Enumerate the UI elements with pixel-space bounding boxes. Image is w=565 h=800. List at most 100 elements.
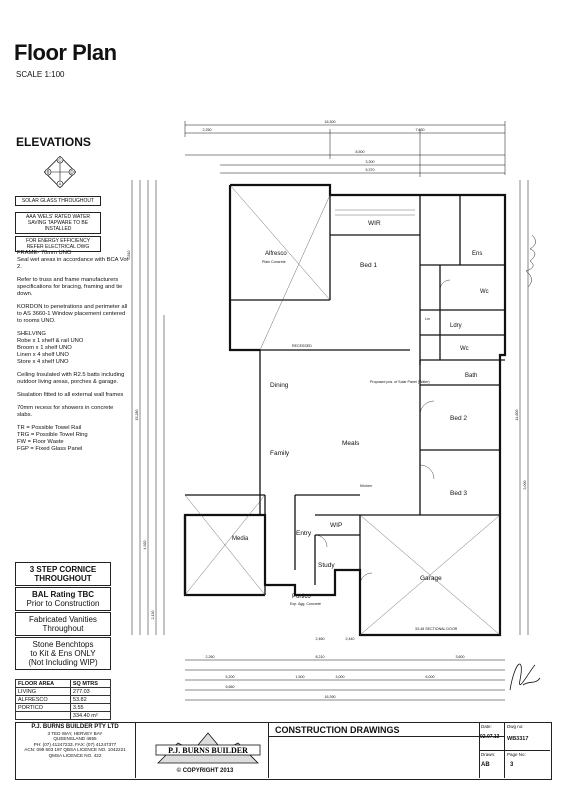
dim-right2: 3,000 xyxy=(523,481,527,490)
sectional-door-label: 33-48 SECTIONAL DOOR xyxy=(415,627,458,631)
room-family: Family xyxy=(270,450,290,457)
callout-line: Fabricated Vanities xyxy=(29,615,97,624)
dim-bot5: 3,600 xyxy=(456,655,465,659)
dim-bot8: 6,000 xyxy=(426,675,435,679)
callout-vanities: Fabricated Vanities Throughout xyxy=(15,612,111,636)
compass-a: A xyxy=(58,182,61,187)
elevations-heading: ELEVATIONS xyxy=(16,135,91,149)
note-shelving: SHELVING Robe x 1 shelf & rail UNO Broom… xyxy=(17,331,84,365)
wels-tapware-note: AAA 'WELS' RATED WATER SAVING TAPWARE TO… xyxy=(15,212,101,234)
room-study: Study xyxy=(318,562,335,569)
table-row: 334.40 m² xyxy=(15,711,112,720)
table-cell: ALFRESCO xyxy=(15,695,71,704)
dim-top1: 2,250 xyxy=(203,128,212,132)
company-info: P.J. BURNS BUILDER PTY LTD 3 TED WAY, HE… xyxy=(15,722,136,778)
callout-cornice: 3 STEP CORNICE THROUGHOUT xyxy=(15,562,111,586)
table-cell: 277.03 xyxy=(69,687,112,696)
drawing-info-box xyxy=(268,722,505,778)
scribble-mark xyxy=(525,234,536,288)
signature-icon xyxy=(509,663,541,691)
dim-top-total: 16,300 xyxy=(325,120,336,124)
room-portico: Portico xyxy=(292,594,311,600)
callout-line: THROUGHOUT xyxy=(34,574,92,583)
compass-b: B xyxy=(46,170,49,175)
room-wc: Wc xyxy=(480,289,489,295)
room-wir: WIR xyxy=(368,220,381,227)
table-cell: LIVING xyxy=(15,687,71,696)
divider xyxy=(268,736,504,737)
dim-bot10: 2,440 xyxy=(346,637,355,641)
note-sisalation: Sisalation fitted to all external wall f… xyxy=(17,392,124,398)
room-bed1: Bed 1 xyxy=(360,262,377,269)
room-media: Media xyxy=(232,536,249,542)
drawn-label: Drawn: xyxy=(481,752,496,757)
divider xyxy=(504,750,550,751)
note-kordon: KORDON to penetrations and perimeter all… xyxy=(17,304,128,324)
note-recess: 70mm recess for showers in concrete slab… xyxy=(17,405,114,418)
floor-area-table: FLOOR AREA SQ MTRS LIVING 277.03 ALFRESC… xyxy=(15,679,112,720)
dim-right1: 14,800 xyxy=(515,410,519,421)
table-row: PORTICO 3.55 xyxy=(15,703,112,712)
callout-bal: BAL Rating TBC Prior to Construction xyxy=(15,587,111,611)
room-alfresco-sub: Plain Concrete xyxy=(262,260,286,264)
room-wip: WIP xyxy=(330,522,342,529)
callout-line: to Kit & Ens ONLY xyxy=(30,649,96,658)
page-title: Floor Plan xyxy=(14,40,117,65)
company-licence2: QMSA LICENCE NO. 422 xyxy=(48,752,102,758)
drawing-title: CONSTRUCTION DRAWINGS xyxy=(275,725,400,735)
dim-left4: 2,130 xyxy=(151,611,155,620)
callout-line: Throughout xyxy=(42,624,84,633)
callout-line: Stone Benchtops xyxy=(32,640,94,649)
callout-line: BAL Rating TBC xyxy=(31,590,95,599)
date-value: 02.07.13 xyxy=(480,734,500,740)
callout-line: (Not Including WIP) xyxy=(28,658,98,667)
floor-plan-drawing: Alfresco Plain Concrete WIR Bed 1 Ens Wc… xyxy=(127,120,536,701)
note-frame: FRAME- 70mm UNO Seal wet areas in accord… xyxy=(17,250,128,270)
dim-bot2: 8,210 xyxy=(316,655,325,659)
room-garage: Garage xyxy=(420,575,442,582)
dwg-value: WB3317 xyxy=(507,736,529,742)
dim-bot6: 3,000 xyxy=(336,675,345,679)
dim-bot4: 5,660 xyxy=(226,685,235,689)
compass-d: D xyxy=(70,170,74,175)
solar-glass-note: SOLAR GLASS THROUGHOUT xyxy=(15,196,101,206)
note-truss: Refer to truss and frame manufacturers s… xyxy=(17,277,123,297)
table-row: ALFRESCO 53.82 xyxy=(15,695,112,704)
date-label: Date: xyxy=(481,724,492,729)
note-legend: TR = Possible Towel Rail TRG = Possible … xyxy=(17,425,88,452)
table-header-row: FLOOR AREA SQ MTRS xyxy=(15,679,112,688)
callout-line: Prior to Construction xyxy=(26,599,100,608)
callout-line: 3 STEP CORNICE xyxy=(29,565,97,574)
table-cell: PORTICO xyxy=(15,703,71,712)
note-insulation: Ceiling Insulated with R2.5 batts includ… xyxy=(17,372,125,385)
room-entry: Entry xyxy=(296,530,312,537)
dim-bot-total: 16,390 xyxy=(325,695,336,699)
copyright: © COPYRIGHT 2013 xyxy=(176,768,234,774)
drawn-value: AB xyxy=(481,762,490,768)
elevation-compass-icon: C B D A xyxy=(43,155,77,189)
title-block xyxy=(15,722,552,780)
callout-benchtops: Stone Benchtops to Kit & Ens ONLY (Not I… xyxy=(15,637,111,670)
dim-left3: 4,920 xyxy=(143,541,147,550)
room-portico-sub: Exp. Agg. Concrete xyxy=(290,602,321,606)
room-ldry: Ldry xyxy=(450,323,462,329)
page-label: Page No: xyxy=(507,752,526,757)
table-cell: 334.40 m² xyxy=(69,711,112,720)
company-address2: QUEENSLAND 4655 xyxy=(53,736,97,741)
table-cell: 3.55 xyxy=(69,703,112,712)
table-row: LIVING 277.03 xyxy=(15,687,112,696)
dim-top5: 5,370 xyxy=(366,168,375,172)
room-wc2: Wc xyxy=(460,346,469,352)
dim-top3: 8,500 xyxy=(356,150,365,154)
room-meals: Meals xyxy=(342,440,360,447)
company-phone: PH: (07) 41247233. FAX: (07) 41247377 xyxy=(33,741,117,747)
dim-bot3: 5,200 xyxy=(226,675,235,679)
company-address1: 3 TED WAY, HERVEY BAY xyxy=(47,730,103,736)
room-bed3: Bed 3 xyxy=(450,490,467,497)
page-value: 3 xyxy=(510,762,514,768)
logo-text: P.J. BURNS BUILDER xyxy=(168,746,248,755)
dim-bot7: 1,500 xyxy=(296,675,305,679)
company-logo-icon: P.J. BURNS BUILDER xyxy=(155,732,261,764)
dim-top4: 3,300 xyxy=(366,160,375,164)
compass-c: C xyxy=(58,158,62,163)
